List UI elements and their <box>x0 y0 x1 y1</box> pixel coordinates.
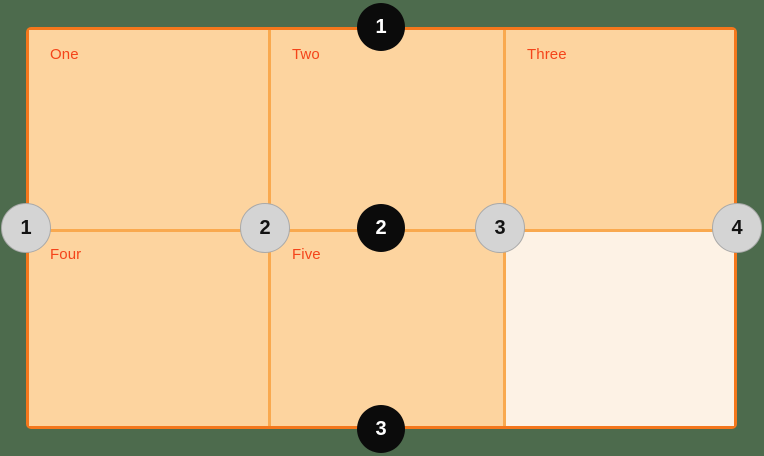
row-marker-middle-badge[interactable]: 2 <box>357 204 405 252</box>
row-marker-top-label: 1 <box>375 15 387 38</box>
grid-cell-three-label: Three <box>527 46 567 63</box>
row-marker-middle-label: 2 <box>375 216 387 239</box>
col-marker-3-badge[interactable]: 3 <box>475 203 525 253</box>
row-marker-top-badge[interactable]: 1 <box>357 3 405 51</box>
grid-cell-two-label: Two <box>292 46 320 63</box>
grid-cell-two[interactable]: Two <box>268 30 503 229</box>
grid-container: One Two Three Four Five <box>26 27 737 429</box>
grid-cell-three[interactable]: Three <box>503 30 734 229</box>
grid-cell-one[interactable]: One <box>29 30 268 229</box>
grid-cell-four[interactable]: Four <box>29 229 268 426</box>
grid-cell-five-label: Five <box>292 246 321 263</box>
row-marker-bottom-label: 3 <box>375 417 387 440</box>
col-marker-1-label: 1 <box>20 216 32 239</box>
col-marker-4-label: 4 <box>731 216 743 239</box>
grid-cell-five[interactable]: Five <box>268 229 503 426</box>
col-marker-1-badge[interactable]: 1 <box>1 203 51 253</box>
col-marker-3-label: 3 <box>494 216 506 239</box>
row-marker-bottom-badge[interactable]: 3 <box>357 405 405 453</box>
grid-cell-four-label: Four <box>50 246 82 263</box>
col-marker-4-badge[interactable]: 4 <box>712 203 762 253</box>
col-marker-2-badge[interactable]: 2 <box>240 203 290 253</box>
grid-cell-six[interactable] <box>503 229 734 426</box>
col-marker-2-label: 2 <box>259 216 271 239</box>
grid-cell-one-label: One <box>50 46 79 63</box>
